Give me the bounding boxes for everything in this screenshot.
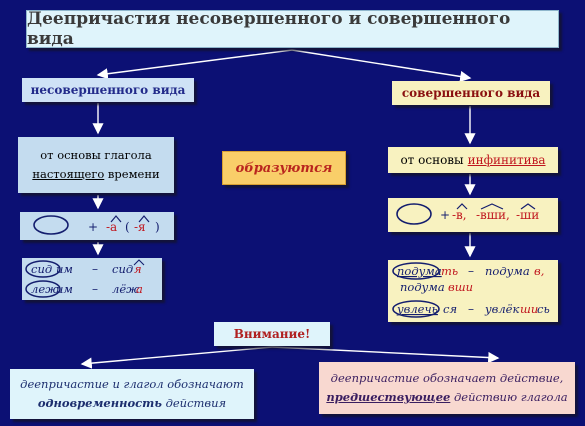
preceding-word: предшествующее [326,390,451,404]
row3-result-suffix: ши [520,302,538,316]
imperfective-suffix-diagram: + -а ( -я ) [33,215,160,235]
suffix-a: -а [106,220,117,234]
page-title: Деепричастия несовершенного и совершенно… [26,9,559,49]
row1-dash: – [468,264,474,278]
suffix-ya: -я [134,220,146,234]
note-right-rest: действию глагола [450,390,568,404]
note-left-rest: действия [161,396,227,410]
note-right-line2: предшествующее действию глагола [326,388,567,407]
row3-postfix: ся [443,302,457,316]
note-left-line2: одновременность действия [38,394,226,413]
suffix-vshi: -вши, [476,208,510,222]
row1-result-stem: подума [485,264,530,278]
note-right-line1: деепричастие обозначает действие, [330,371,564,385]
suffix-caret-icon [480,203,504,210]
example2-result-suffix: а [136,282,143,296]
plus-sign: + [440,208,450,222]
example2-stem: леж [31,282,58,296]
attention-label: Внимание! [214,322,330,346]
simultaneity-word: одновременность [37,396,162,410]
suffix-caret-icon [133,259,145,266]
imperfective-examples: сид им – сид я леж им – лёж а [25,259,145,298]
example1-stem: сид [31,262,52,276]
example1-result-suffix: я [134,262,142,276]
forming-label: образуются [222,151,346,185]
example1-ending: им [56,262,73,276]
suffix-v: -в, [452,208,467,222]
arrows-top [80,49,500,369]
row1-stem: подума [397,264,442,278]
stem-ellipse-icon [392,300,440,318]
suffix-shi: -ши [516,208,539,222]
imperfective-base-line2: настоящего времени [32,165,159,184]
open-paren: ( [125,220,130,234]
imperfective-base-line1: от основы глагола [40,148,152,162]
example1-dash: – [92,262,98,276]
infinitive-word: инфинитива [467,153,546,167]
example2-result-stem: лёж [112,282,139,296]
perfective-examples: подума ть – подума в, подума вши увлечь … [392,262,550,318]
example2-ending: им [56,282,73,296]
row3-result-stem: увлёк [484,302,519,316]
perfective-base-prefix: от основы [400,153,464,167]
note-precedence: деепричастие обозначает действие, предше… [319,362,575,414]
imperfective-label: несовершенного вида [22,78,194,102]
suffix-caret-icon [520,203,536,210]
perfective-suffix-diagram: + -в, -вши, -ши [396,203,539,225]
perfective-examples-box: подума ть – подума в, подума вши увлечь … [388,260,558,322]
stem-ellipse-icon [396,203,432,225]
row1-result-suffix: в, [534,264,544,278]
row3-dash: – [468,302,474,316]
note-left-line1: деепричастие и глагол обозначают [20,377,244,391]
stem-ellipse-icon [33,215,69,235]
suffix-caret-icon [456,203,468,210]
present-tense-word: настоящего [32,167,105,181]
suffix-caret-icon [110,215,122,223]
plus-sign: + [88,220,98,234]
stem-ellipse-icon [25,260,61,278]
imperfective-base-box: от основы глагола настоящего времени [18,137,174,193]
note-simultaneity: деепричастие и глагол обозначают одновре… [10,369,254,419]
row1-ending: ть [441,264,458,278]
imperfective-suffix-box: + -а ( -я ) [20,212,174,240]
row2-suffix: вши [448,280,473,294]
row3-result-postfix: сь [537,302,550,316]
perfective-base-box: от основы инфинитива [388,147,558,173]
stem-ellipse-icon [25,280,61,298]
perfective-label: совершенного вида [392,81,550,105]
example1-result-stem: сид [112,262,133,276]
tense-rest: времени [104,167,160,181]
suffix-caret-icon [138,215,150,223]
example2-dash: – [92,282,98,296]
row2-stem: подума [400,280,445,294]
row3-stem: увлечь [396,302,438,316]
perfective-suffix-box: + -в, -вши, -ши [388,198,558,232]
imperfective-examples-box: сид им – сид я леж им – лёж а [22,258,162,300]
stem-ellipse-icon [392,262,440,280]
close-paren: ) [155,220,160,234]
